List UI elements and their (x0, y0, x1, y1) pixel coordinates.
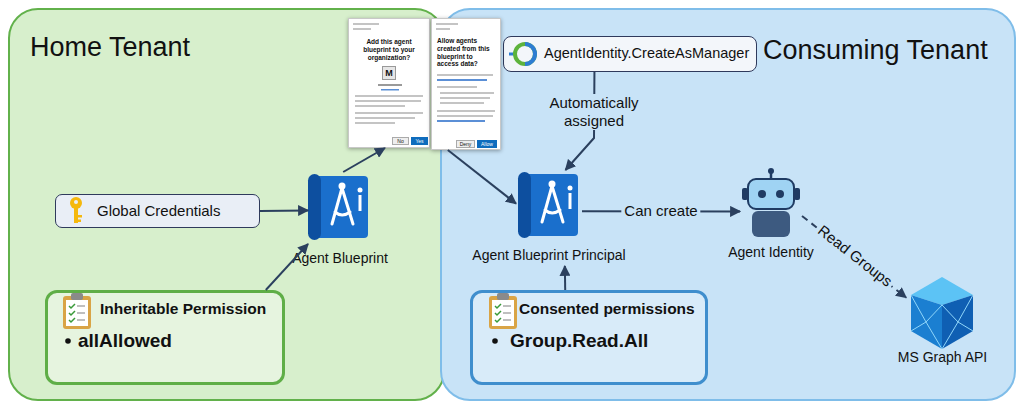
box-heading: Consented permissions (519, 300, 695, 318)
icon-label: Agent Blueprint (292, 250, 388, 266)
dialog-heading: Allow agents created from this blueprint… (437, 37, 495, 68)
tenant-title: Home Tenant (30, 32, 190, 63)
tenant-region: Home Tenant Add this agent blueprint to y… (8, 8, 445, 401)
tenant-region: Consuming Tenant AgentIdentity.CreateAsMa… (440, 8, 1016, 401)
icon-label: Agent Blueprint Principal (472, 247, 625, 263)
blueprint-node: Agent Blueprint (308, 172, 372, 268)
consent-dialog: Allow agents created from this blueprint… (431, 18, 501, 150)
permission-box: Consented permissionsGroup.Read.All (470, 290, 708, 385)
permission-item: allAllowed (78, 330, 172, 352)
credential-box: Global Credentials (55, 194, 260, 228)
box-heading: Inheritable Permission (100, 300, 266, 318)
dialog-heading: Add this agent blueprint to your organiz… (354, 38, 424, 61)
app-avatar: M (382, 66, 396, 80)
permission-item: Group.Read.All (510, 330, 648, 352)
edge-label: Automatically assigned (536, 94, 652, 130)
permission-box: Inheritable Permission allAllowed (45, 290, 285, 385)
principal-node: Agent Blueprint Principal (516, 170, 582, 266)
dialog-button: Yes (411, 137, 428, 145)
dialog-button: Allow (477, 140, 497, 148)
box-label: Global Credentials (97, 202, 220, 219)
dialog-button: Deny (456, 140, 475, 148)
api-node: MS Graph API (903, 280, 982, 368)
icon-label: Agent Identity (728, 244, 814, 260)
role-box: AgentIdentity.CreateAsManager (503, 36, 757, 72)
agent-node: Agent Identity (740, 170, 802, 262)
tenant-title: Consuming Tenant (763, 35, 988, 66)
role-label: AgentIdentity.CreateAsManager (544, 45, 749, 62)
edge-label: Can create (621, 202, 700, 220)
consent-dialog: Add this agent blueprint to your organiz… (348, 18, 430, 148)
dialog-button: No (392, 137, 409, 145)
icon-label: MS Graph API (898, 349, 987, 365)
